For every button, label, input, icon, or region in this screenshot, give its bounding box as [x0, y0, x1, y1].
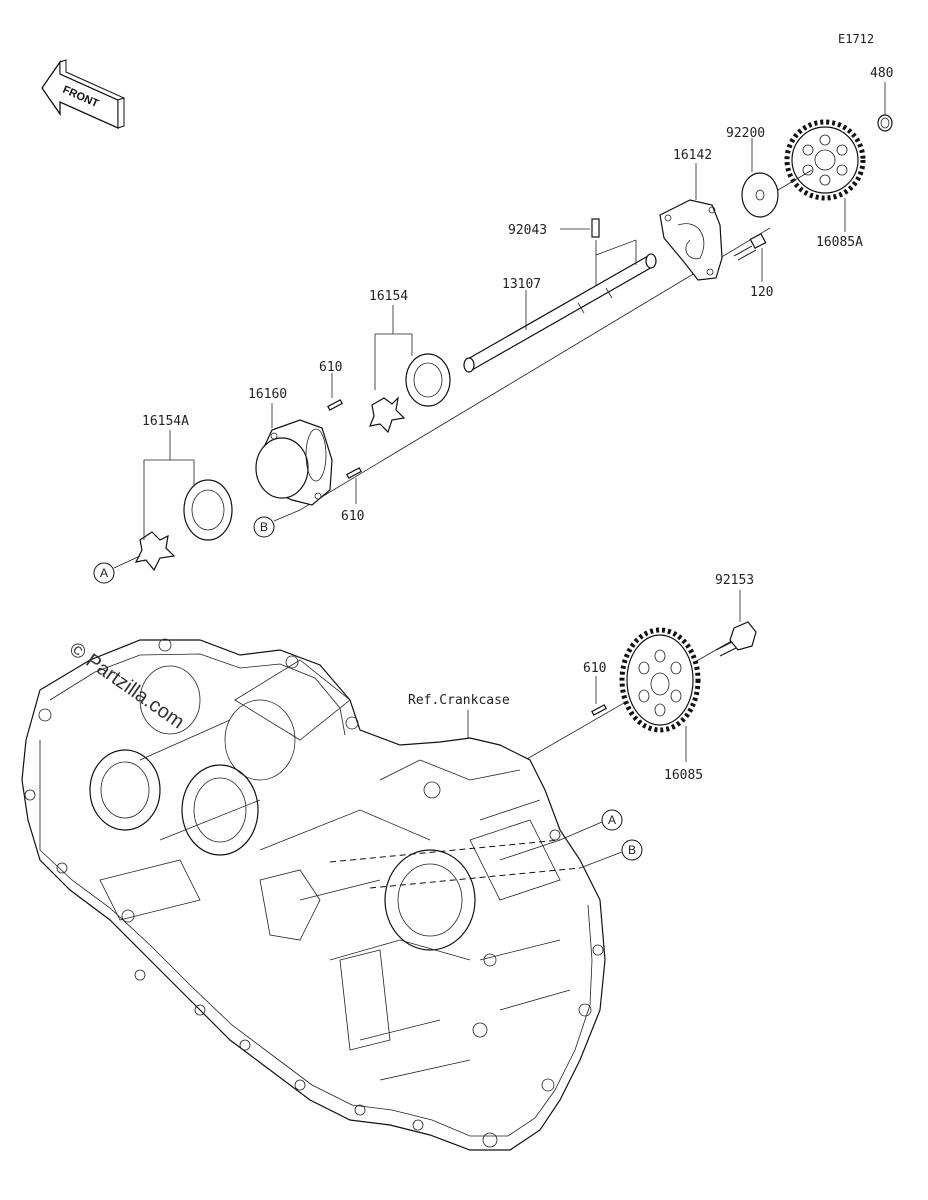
- callout-b-lower: B: [579, 839, 643, 869]
- part-label-480: 480: [870, 66, 893, 81]
- part-label-610-top: 610: [319, 360, 342, 375]
- callout-b-letter: B: [260, 520, 268, 534]
- pump-cover-16142: [659, 163, 723, 281]
- part-label-16160: 16160: [248, 387, 287, 402]
- front-arrow-icon: FRONT: [41, 59, 126, 130]
- washer-92200: [741, 138, 813, 218]
- callout-a-upper: A: [93, 555, 141, 584]
- pump-body-16160: [255, 403, 333, 506]
- dowel-pin-610-mid: [346, 467, 362, 504]
- rotor-set-16154: [369, 305, 451, 434]
- pin-92043: [560, 218, 600, 296]
- part-label-16142: 16142: [673, 148, 712, 163]
- diagram-id: E1712: [838, 32, 874, 46]
- gear-16085a: [784, 119, 866, 232]
- part-label-16085a: 16085A: [816, 235, 863, 250]
- shaft-13107: [463, 239, 657, 373]
- part-label-16085: 16085: [664, 768, 703, 783]
- part-label-120: 120: [750, 285, 773, 300]
- callout-a-lower-letter: A: [608, 813, 616, 827]
- callout-a-lower: A: [559, 809, 623, 841]
- gear-16085: [619, 627, 701, 762]
- rotor-set-16154a: [134, 430, 233, 572]
- bolt-92153: [715, 590, 757, 657]
- crankcase-drawing: [21, 638, 606, 1151]
- reference-label: Ref.Crankcase: [408, 693, 510, 708]
- part-label-92153: 92153: [715, 573, 754, 588]
- assembly-axis-line: [299, 227, 771, 511]
- part-label-16154a: 16154A: [142, 414, 189, 429]
- callout-b-upper: B: [253, 509, 301, 538]
- part-label-610-low: 610: [583, 661, 606, 676]
- part-label-610-mid: 610: [341, 509, 364, 524]
- circlip-480: [877, 82, 893, 132]
- callout-b-lower-letter: B: [628, 843, 636, 857]
- part-label-92043: 92043: [508, 223, 547, 238]
- part-label-13107: 13107: [502, 277, 541, 292]
- dowel-pin-610-lower: [591, 676, 607, 716]
- bolt-120: [733, 232, 767, 282]
- part-label-92200: 92200: [726, 126, 765, 141]
- part-label-16154: 16154: [369, 289, 408, 304]
- callout-a-letter: A: [100, 566, 108, 580]
- dowel-pin-610-upper: [327, 373, 343, 411]
